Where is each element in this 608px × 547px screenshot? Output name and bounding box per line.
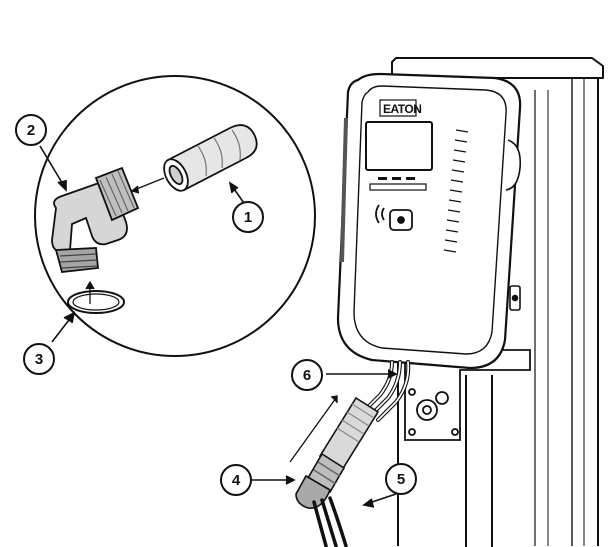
callout-3: 3 — [23, 343, 55, 375]
cable-entry-wires — [363, 360, 411, 422]
conduit-sleeve — [163, 124, 258, 192]
callout-6-label: 6 — [303, 367, 311, 384]
callout-1-label: 1 — [244, 209, 252, 226]
brand-logo: EATON — [379, 99, 422, 117]
display-screen — [365, 121, 433, 171]
supply-cable — [312, 496, 348, 547]
mounting-bracket — [404, 349, 531, 441]
callout-3-label: 3 — [35, 351, 43, 368]
callout-5: 5 — [385, 463, 417, 495]
cable-gland-assembly — [295, 396, 380, 509]
insert-direction-arrow — [289, 395, 338, 463]
charger-housing — [336, 72, 522, 370]
callout-5-label: 5 — [397, 471, 405, 488]
status-bar — [369, 183, 427, 191]
elbow-fitting — [51, 166, 140, 273]
status-leds — [378, 177, 415, 180]
detail-insert-arrow — [130, 177, 165, 194]
callout-2-label: 2 — [27, 122, 35, 139]
callout-6: 6 — [291, 359, 323, 391]
callout-4-label: 4 — [232, 472, 241, 489]
side-bracket-knob — [505, 139, 522, 191]
sealing-ring — [67, 290, 125, 314]
vent-grille — [443, 129, 469, 253]
side-button — [509, 285, 521, 311]
leader-lines — [39, 145, 398, 508]
rfid-reader-icon — [375, 204, 413, 231]
sealing-ring-inner — [72, 293, 120, 311]
brand-logo-text: EATON — [383, 102, 421, 116]
callout-4: 4 — [220, 464, 252, 496]
callout-1: 1 — [232, 201, 264, 233]
lower-post — [465, 375, 493, 547]
callout-2: 2 — [15, 114, 47, 146]
